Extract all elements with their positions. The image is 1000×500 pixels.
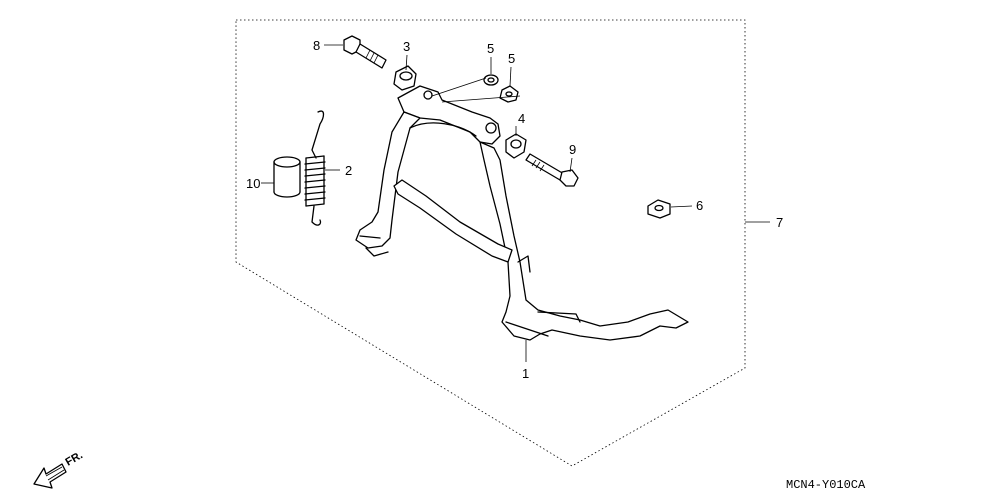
- front-direction-arrow: FR.: [33, 449, 85, 489]
- collar-part: [273, 156, 301, 198]
- drawing-code: MCN4-Y010CA: [786, 478, 866, 492]
- callout-1: 1: [522, 366, 529, 381]
- spacer-4-part: [505, 133, 527, 159]
- direction-label: FR.: [64, 449, 85, 468]
- nut-6-part: [647, 199, 671, 219]
- bolt-8-part: [343, 35, 387, 69]
- callout-8: 8: [313, 38, 320, 53]
- callout-6: 6: [696, 198, 703, 213]
- assembly-boundary: [235, 19, 746, 467]
- callout-10: 10: [246, 176, 260, 191]
- callout-3: 3: [403, 39, 410, 54]
- washer-5b-part: [499, 85, 519, 103]
- main-stand-part: [355, 85, 689, 341]
- spacer-3-part: [393, 65, 417, 91]
- callout-5a: 5: [487, 41, 494, 56]
- bolt-9-part: [525, 153, 579, 187]
- callout-9: 9: [569, 142, 576, 157]
- washer-5a-part: [483, 74, 499, 86]
- callout-7: 7: [776, 215, 783, 230]
- callout-2: 2: [345, 163, 352, 178]
- return-spring-part: [304, 110, 326, 226]
- callout-5b: 5: [508, 51, 515, 66]
- leader-lines: [261, 44, 770, 362]
- callout-4: 4: [518, 111, 525, 126]
